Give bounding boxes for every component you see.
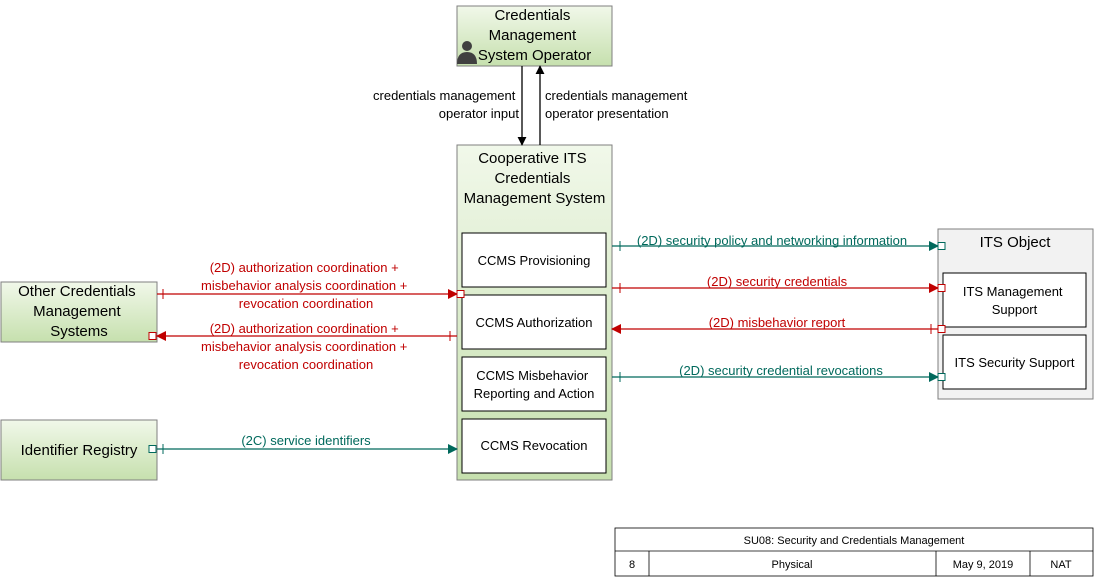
flow-service-identifiers-port bbox=[148, 445, 157, 453]
ccms-label: Cooperative ITS Credentials Management S… bbox=[464, 150, 606, 207]
operator-box[interactable] bbox=[456, 5, 613, 67]
title-block-org: NAT bbox=[1050, 559, 1071, 571]
its-security-support-box[interactable] bbox=[942, 334, 1087, 390]
title-block-title: SU08: Security and Credentials Managemen… bbox=[744, 535, 965, 547]
flow-security-policy-port bbox=[937, 242, 946, 250]
its-object-label: ITS Object bbox=[980, 234, 1052, 251]
flow-service-identifiers-label: (2C) service identifiers bbox=[241, 433, 371, 448]
ccms-misbehavior-label: CCMS Misbehavior Reporting and Action bbox=[474, 368, 595, 401]
flow-security-credentials-label: (2D) security credentials bbox=[707, 274, 848, 289]
title-block: SU08: Security and Credentials Managemen… bbox=[614, 527, 1094, 577]
its-security-support-label: ITS Security Support bbox=[955, 355, 1075, 370]
ccms-authorization-label: CCMS Authorization bbox=[475, 315, 592, 330]
ccms-authorization-box[interactable] bbox=[461, 294, 607, 350]
flow-operator-presentation-label: credentials management operator presenta… bbox=[545, 88, 691, 121]
flow-credential-revocations-port bbox=[937, 373, 946, 381]
flow-security-policy-label: (2D) security policy and networking info… bbox=[637, 233, 907, 248]
title-block-number: 8 bbox=[629, 559, 635, 571]
ccms-provisioning-label: CCMS Provisioning bbox=[478, 253, 591, 268]
flow-security-credentials-port bbox=[937, 284, 946, 292]
title-block-view: Physical bbox=[772, 559, 813, 571]
flow-credential-revocations-label: (2D) security credential revocations bbox=[679, 363, 883, 378]
operator-label: Credentials Management System Operator bbox=[478, 7, 591, 64]
other-ccms-box[interactable] bbox=[0, 281, 158, 343]
identifier-registry-label: Identifier Registry bbox=[21, 442, 138, 459]
flow-auth-to-other-port bbox=[148, 332, 157, 340]
flow-auth-to-other-label: (2D) authorization coordination + misbeh… bbox=[201, 321, 411, 372]
other-ccms-label: Other Credentials Management Systems bbox=[18, 283, 140, 340]
flow-misbehavior-report-port bbox=[937, 325, 946, 333]
title-block-date: May 9, 2019 bbox=[953, 559, 1014, 571]
person-icon bbox=[457, 41, 477, 64]
flow-auth-to-ccms-port bbox=[456, 290, 465, 298]
its-management-support-box[interactable] bbox=[942, 272, 1087, 328]
ccms-revocation-label: CCMS Revocation bbox=[481, 438, 588, 453]
flow-misbehavior-report-label: (2D) misbehavior report bbox=[709, 315, 846, 330]
flow-auth-to-ccms-label: (2D) authorization coordination + misbeh… bbox=[201, 260, 411, 311]
identifier-registry-box[interactable] bbox=[0, 419, 158, 481]
ccms-provisioning-box[interactable] bbox=[461, 232, 607, 288]
flow-operator-input-label: credentials management operator input bbox=[373, 88, 519, 121]
ccms-misbehavior-box[interactable] bbox=[461, 356, 607, 412]
its-management-support-label: ITS Management Support bbox=[963, 284, 1066, 317]
ccms-revocation-box[interactable] bbox=[461, 418, 607, 474]
